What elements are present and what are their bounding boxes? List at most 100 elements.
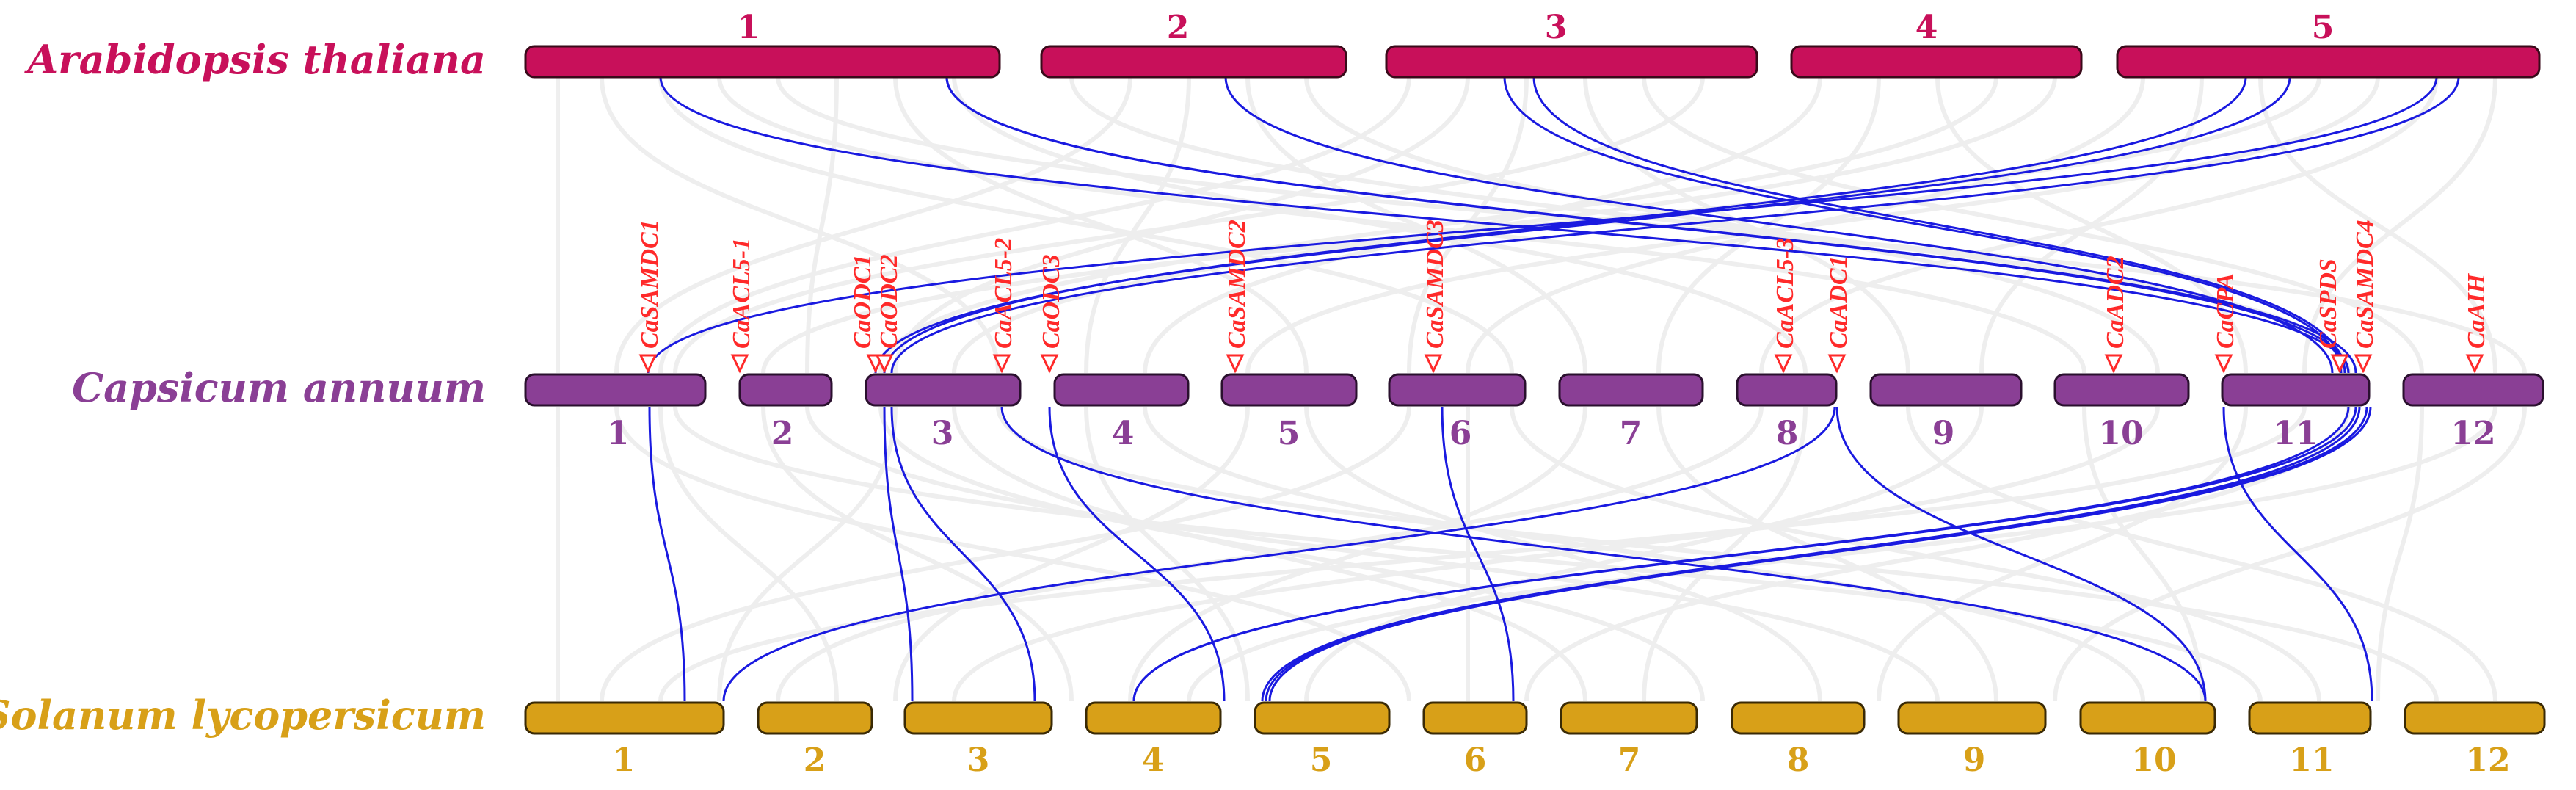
at-chromosome-5[interactable] xyxy=(2116,45,2541,79)
gene-marker-triangle xyxy=(730,354,749,374)
syntenic-link xyxy=(945,76,2357,374)
at-chromosome-3[interactable] xyxy=(1385,45,1758,79)
background-link xyxy=(2302,76,2497,374)
gene-label: CaACL5-3 xyxy=(1772,238,1799,349)
ca-chromosome-10[interactable] xyxy=(2053,373,2190,407)
sl-chromosome-label: 9 xyxy=(1963,742,1986,779)
background-link xyxy=(761,406,1074,702)
capsicum-chromosomes: 1 2 3 4 5 6 7 8 9 10 11 12 xyxy=(524,373,2544,452)
gene-marker-triangle xyxy=(2465,354,2484,374)
background-link xyxy=(1245,76,1587,374)
ca-chromosome-label: 10 xyxy=(2098,415,2143,452)
background-link xyxy=(658,76,1514,374)
ca-chromosome-7[interactable] xyxy=(1558,373,1704,407)
sl-chromosome-label: 8 xyxy=(1787,742,1810,779)
syntenic-gene-links xyxy=(647,76,2460,702)
gene-label: CaODC2 xyxy=(876,255,903,349)
gene-label: CaCPA xyxy=(2212,273,2239,349)
gene-marker-triangle xyxy=(1424,354,1443,374)
at-chromosome-2[interactable] xyxy=(1040,45,1347,79)
gene-marker[interactable]: CaAIH xyxy=(2463,272,2490,374)
background-link xyxy=(1084,76,1191,374)
sl-chromosome-2[interactable] xyxy=(757,701,873,735)
background-link xyxy=(1245,76,2380,374)
background-link xyxy=(1304,406,1822,702)
sl-chromosome-8[interactable] xyxy=(1731,701,1866,735)
gene-marker[interactable]: CaSAMDC3 xyxy=(1422,220,1449,374)
sl-chromosome-3[interactable] xyxy=(903,701,1053,735)
gene-marker[interactable]: CaSAMDC1 xyxy=(636,220,663,374)
ca-chromosome-12[interactable] xyxy=(2402,373,2544,407)
species-label-solanum: Solanum lycopersicum xyxy=(0,692,486,739)
species-label-arabidopsis: Arabidopsis thaliana xyxy=(23,36,486,83)
background-link xyxy=(673,76,1705,374)
gene-label: CaSAMDC2 xyxy=(1223,220,1251,349)
gene-marker[interactable]: CaSAMDC4 xyxy=(2351,220,2379,374)
gene-label: CaODC1 xyxy=(849,255,876,349)
syntenic-link xyxy=(1503,76,2343,374)
gene-marker[interactable]: CaACL5-1 xyxy=(728,238,755,374)
gene-marker-triangle xyxy=(1774,354,1793,374)
syntenic-link xyxy=(1048,406,1226,702)
gene-marker[interactable]: CaCPA xyxy=(2212,273,2239,374)
gene-marker[interactable]: CaODC2 xyxy=(875,255,903,374)
gene-marker-triangle xyxy=(992,354,1011,374)
ca-chromosome-label: 8 xyxy=(1776,415,1799,452)
ca-chromosome-4[interactable] xyxy=(1053,373,1190,407)
gene-marker-triangle xyxy=(638,354,658,374)
background-link xyxy=(996,406,2439,702)
background-link xyxy=(2082,406,2204,702)
syntenic-link xyxy=(883,406,914,702)
background-link xyxy=(1656,76,1881,374)
background-link xyxy=(614,76,1132,374)
ca-chromosome-6[interactable] xyxy=(1388,373,1527,407)
syntenic-link xyxy=(1224,76,2334,374)
sl-chromosome-1[interactable] xyxy=(524,701,725,735)
background-link xyxy=(1084,406,1250,702)
syntenic-link xyxy=(659,76,2350,374)
gene-label: CaSAMDC1 xyxy=(636,220,663,349)
gene-marker[interactable]: CaACL5-3 xyxy=(1772,238,1799,374)
ca-chromosome-label: 1 xyxy=(607,415,630,452)
gene-marker[interactable]: CaSPDS xyxy=(2315,258,2349,374)
sl-chromosome-7[interactable] xyxy=(1560,701,1698,735)
at-chromosome-label: 4 xyxy=(1915,9,1938,46)
sl-chromosome-10[interactable] xyxy=(2079,701,2216,735)
background-link xyxy=(600,76,1000,374)
gene-label: CaSPDS xyxy=(2315,258,2342,349)
ca-chromosome-3[interactable] xyxy=(865,373,1022,407)
gene-marker[interactable]: CaSAMDC2 xyxy=(1223,220,1251,374)
ca-chromosome-11[interactable] xyxy=(2221,373,2371,407)
gene-marker[interactable]: CaACL5-2 xyxy=(990,238,1017,374)
sl-chromosome-12[interactable] xyxy=(2404,701,2546,735)
ca-chromosome-9[interactable] xyxy=(1869,373,2023,407)
gene-label: CaADC2 xyxy=(2102,256,2129,349)
gene-label: CaODC3 xyxy=(1038,255,1065,349)
solanum-chromosomes: 1 2 3 4 5 6 7 8 9 10 11 12 xyxy=(524,701,2546,779)
gene-marker[interactable]: CaADC2 xyxy=(2102,256,2129,374)
ca-chromosome-1[interactable] xyxy=(524,373,707,407)
ca-chromosome-8[interactable] xyxy=(1736,373,1838,407)
ca-chromosome-2[interactable] xyxy=(738,373,833,407)
syntenic-link xyxy=(874,76,2291,374)
ca-chromosome-5[interactable] xyxy=(1220,373,1358,407)
gene-label: CaSAMDC3 xyxy=(1422,220,1449,349)
background-link xyxy=(673,406,2263,702)
syntenic-link xyxy=(648,406,686,702)
at-chromosome-4[interactable] xyxy=(1790,45,2083,79)
sl-chromosome-9[interactable] xyxy=(1897,701,2047,735)
ca-chromosome-label: 3 xyxy=(931,415,954,452)
gene-marker[interactable]: CaODC3 xyxy=(1038,255,1065,374)
background-link xyxy=(1759,76,2439,374)
syntenic-link xyxy=(1532,76,2346,374)
at-chromosome-1[interactable] xyxy=(524,45,1001,79)
sl-chromosome-label: 5 xyxy=(1310,742,1333,779)
background-link xyxy=(952,76,1808,374)
sl-chromosome-5[interactable] xyxy=(1254,701,1391,735)
gene-label: CaACL5-1 xyxy=(728,238,755,349)
sl-chromosome-4[interactable] xyxy=(1085,701,1222,735)
gene-marker[interactable]: CaADC1 xyxy=(1825,256,1852,374)
sl-chromosome-11[interactable] xyxy=(2248,701,2372,735)
gene-marker[interactable]: CaODC1 xyxy=(849,255,885,374)
sl-chromosome-6[interactable] xyxy=(1422,701,1528,735)
